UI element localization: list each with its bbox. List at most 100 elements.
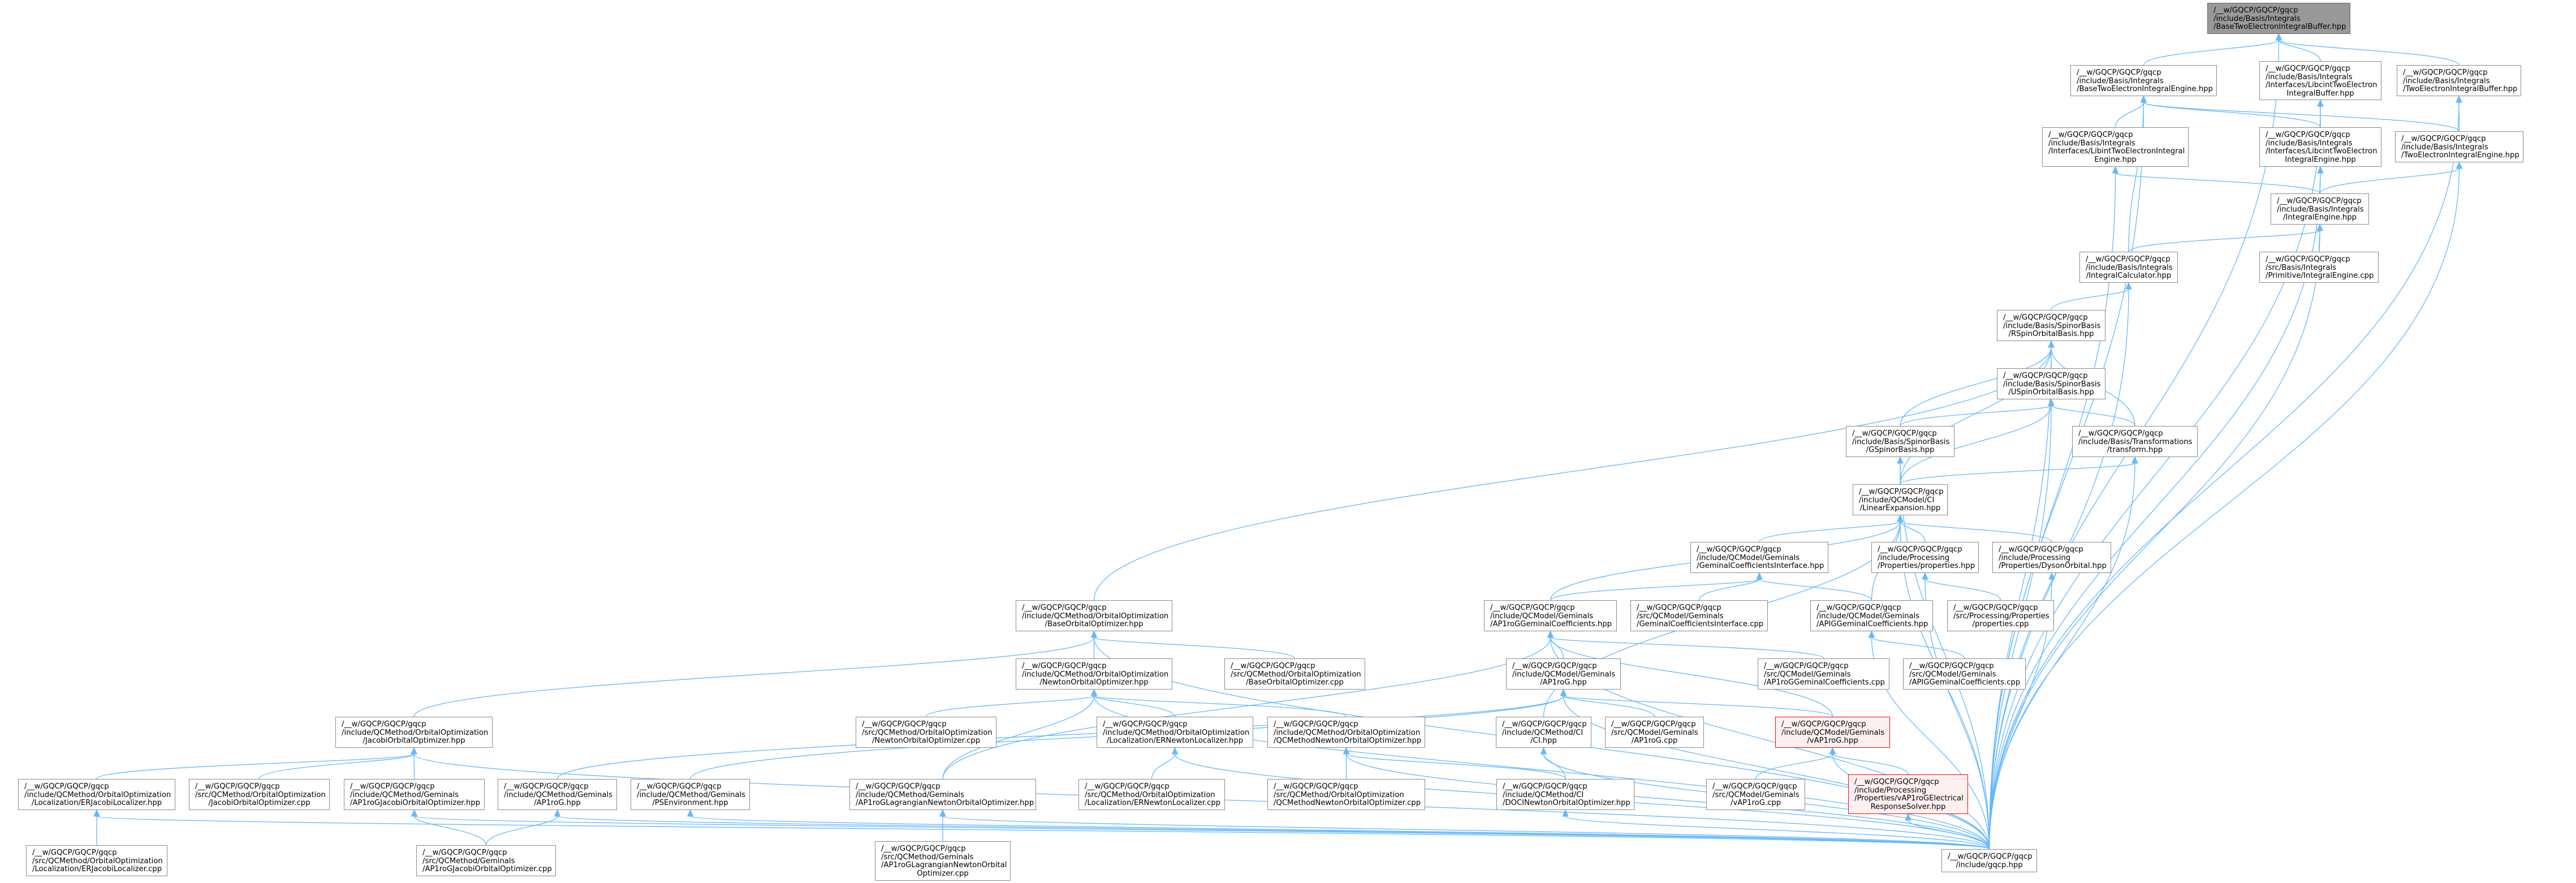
graph-node[interactable]: /__w/GQCP/GQCP/gqcp/include/QCModel/Gemi… <box>1775 717 1890 748</box>
graph-node[interactable]: /__w/GQCP/GQCP/gqcp/include/Basis/Integr… <box>2395 131 2523 162</box>
graph-node[interactable]: /__w/GQCP/GQCP/gqcp/src/QCMethod/Orbital… <box>1078 779 1225 810</box>
graph-node[interactable]: /__w/GQCP/GQCP/gqcp/src/QCModel/Geminals… <box>1630 600 1768 631</box>
node-label-line: /__w/GQCP/GQCP/gqcp <box>2078 429 2163 438</box>
node-label-line: /include/Processing <box>1878 553 1950 562</box>
graph-node[interactable]: /__w/GQCP/GQCP/gqcp/src/QCModel/Geminals… <box>1758 658 1889 690</box>
edge-line <box>1759 521 1901 542</box>
graph-node[interactable]: /__w/GQCP/GQCP/gqcp/include/Processing/P… <box>1992 542 2111 573</box>
graph-node[interactable]: /__w/GQCP/GQCP/gqcp/include/QCMethod/Gem… <box>631 779 750 810</box>
graph-node[interactable]: /__w/GQCP/GQCP/gqcp/src/QCMethod/Orbital… <box>1267 779 1425 810</box>
node-label-line: /include/Basis/Integrals <box>2403 76 2490 85</box>
graph-node[interactable]: /__w/GQCP/GQCP/gqcp/include/Basis/Integr… <box>2079 252 2178 283</box>
arrowhead-icon <box>93 809 100 817</box>
edge-line <box>1832 753 1909 775</box>
edge-booc-to-boo <box>1090 630 1296 659</box>
node-label-line: /Localization/ERJacobiLocalizer.hpp <box>31 799 162 808</box>
graph-node[interactable]: /__w/GQCP/GQCP/gqcp/include/QCMethod/Gem… <box>849 779 1036 810</box>
node-label-line: /include/QCMethod/CI <box>1502 728 1583 737</box>
graph-node[interactable]: /__w/GQCP/GQCP/gqcp/include/QCMethod/Orb… <box>1016 658 1172 690</box>
node-label-line: /Properties/vAP1roGElectrical <box>1854 794 1964 803</box>
graph-node[interactable]: /__w/GQCP/GQCP/gqcp/include/QCModel/Gemi… <box>1690 542 1828 573</box>
graph-node[interactable]: /__w/GQCP/GQCP/gqcp/include/QCMethod/Orb… <box>335 717 493 748</box>
node-label-line: /include/QCModel/Geminals <box>1697 553 1800 562</box>
node-label-line: /AP1roGGeminalCoefficients.cpp <box>1764 678 1885 687</box>
node-label-line: Optimizer.cpp <box>917 869 969 878</box>
graph-node[interactable]: /__w/GQCP/GQCP/gqcp/src/QCMethod/Geminal… <box>875 841 1011 881</box>
graph-node[interactable]: /__w/GQCP/GQCP/gqcp/include/QCModel/Gemi… <box>1506 658 1621 690</box>
graph-node[interactable]: /__w/GQCP/GQCP/gqcp/include/QCMethod/Orb… <box>1016 600 1172 631</box>
node-label-line: /src/QCMethod/OrbitalOptimization <box>1085 790 1215 799</box>
edge-line <box>1093 637 1296 659</box>
edge-line <box>1900 347 2052 427</box>
graph-node[interactable]: /__w/GQCP/GQCP/gqcp/include/QCMethod/CI/… <box>1496 717 1591 748</box>
edge-line <box>1565 816 1990 850</box>
graph-node[interactable]: /__w/GQCP/GQCP/gqcp/include/QCMethod/Gem… <box>344 779 485 810</box>
arrowhead-icon <box>1829 747 1836 755</box>
edge-line <box>942 816 1990 850</box>
graph-node[interactable]: /__w/GQCP/GQCP/gqcp/src/QCMethod/Geminal… <box>416 845 556 876</box>
edge-line <box>1988 173 2321 850</box>
edge-line <box>1925 579 2001 601</box>
graph-node[interactable]: /__w/GQCP/GQCP/gqcp/include/QCMethod/Orb… <box>1267 717 1425 748</box>
graph-node[interactable]: /__w/GQCP/GQCP/gqcp/include/Basis/Integr… <box>2259 61 2381 100</box>
arrowhead-icon <box>411 809 418 817</box>
graph-node[interactable]: /__w/GQCP/GQCP/gqcp/include/Basis/Integr… <box>2070 65 2217 96</box>
edge-do-to-lx <box>1897 514 2052 542</box>
edge-be-to-b0 <box>2143 33 2282 66</box>
node-label-line: IntegralEngine.hpp <box>2285 155 2356 164</box>
node-label-line: /APIGGeminalCoefficients.cpp <box>1909 678 2021 687</box>
node-label-line: /BaseTwoElectronIntegralBuffer.hpp <box>2213 23 2346 32</box>
node-label-line: /GeminalCoefficientsInterface.hpp <box>1697 562 1824 571</box>
graph-node[interactable]: /__w/GQCP/GQCP/gqcp/src/Processing/Prope… <box>1947 600 2054 631</box>
edge-tee-to-be <box>2140 95 2460 132</box>
graph-node[interactable]: /__w/GQCP/GQCP/gqcp/include/QCMethod/Orb… <box>1097 717 1253 748</box>
edge-line <box>1759 579 1872 601</box>
graph-node[interactable]: /__w/GQCP/GQCP/gqcp/src/QCModel/Geminals… <box>1903 658 2026 690</box>
graph-node[interactable]: /__w/GQCP/GQCP/gqcp/include/Basis/Integr… <box>2271 193 2369 225</box>
graph-node[interactable]: /__w/GQCP/GQCP/gqcp/src/QCMethod/Orbital… <box>26 845 167 876</box>
graph-node[interactable]: /__w/GQCP/GQCP/gqcp/include/Basis/Transf… <box>2072 426 2198 457</box>
graph-node[interactable]: /__w/GQCP/GQCP/gqcp/src/QCMethod/Orbital… <box>1224 658 1365 690</box>
node-label-line: /include/QCMethod/Geminals <box>504 790 612 799</box>
graph-node[interactable]: /__w/GQCP/GQCP/gqcp/include/QCMethod/CI/… <box>1496 779 1634 810</box>
node-label-line: /src/Processing/Properties <box>1953 611 2049 621</box>
node-label-line: /__w/GQCP/GQCP/gqcp <box>1274 782 1358 791</box>
edge-agcc-to-agc <box>1547 630 1824 659</box>
graph-node[interactable]: /__w/GQCP/GQCP/gqcp/include/QCModel/CI/L… <box>1853 484 1948 515</box>
graph-node[interactable]: /__w/GQCP/GQCP/gqcp/include/Basis/Integr… <box>2042 127 2189 167</box>
node-label-line: /APIGGeminalCoefficients.hpp <box>1816 620 1928 629</box>
graph-node[interactable]: /__w/GQCP/GQCP/gqcp/include/QCModel/Gemi… <box>1810 600 1933 631</box>
node-label-line: /src/QCMethod/OrbitalOptimization <box>862 728 993 737</box>
node-label-line: /__w/GQCP/GQCP/gqcp <box>2401 135 2486 143</box>
edge-line <box>1563 695 1833 717</box>
edge-lx-to-rsb <box>1900 340 2055 485</box>
node-label-line: /include/QCMethod/Geminals <box>637 790 745 799</box>
arrowhead-icon <box>1090 688 1098 696</box>
edge-line <box>2278 40 2460 66</box>
graph-node[interactable]: /__w/GQCP/GQCP/gqcp/include/gqcp.hpp <box>1941 849 2037 872</box>
node-label-line: /JacobiOrbitalOptimizer.cpp <box>208 799 310 808</box>
node-label-line: /Properties/properties.hpp <box>1878 562 1975 571</box>
arrowhead-icon <box>1562 809 1569 817</box>
graph-node[interactable]: /__w/GQCP/GQCP/gqcp/src/QCModel/Geminals… <box>1605 717 1704 748</box>
graph-node[interactable]: /__w/GQCP/GQCP/gqcp/include/QCMethod/Orb… <box>18 779 175 810</box>
graph-node[interactable]: /__w/GQCP/GQCP/gqcp/src/QCModel/Geminals… <box>1706 779 1805 810</box>
graph-node[interactable]: /__w/GQCP/GQCP/gqcp/src/Basis/Integrals/… <box>2259 252 2379 283</box>
edge-g-to-lcb <box>1988 99 2324 850</box>
graph-node[interactable]: /__w/GQCP/GQCP/gqcp/include/QCMethod/Gem… <box>498 779 617 810</box>
arrowhead-icon <box>554 809 561 817</box>
graph-node[interactable]: /__w/GQCP/GQCP/gqcp/include/Basis/Integr… <box>2397 65 2521 96</box>
graph-node[interactable]: /__w/GQCP/GQCP/gqcp/src/QCMethod/Orbital… <box>189 779 330 810</box>
graph-node[interactable]: /__w/GQCP/GQCP/gqcp/include/Basis/Spinor… <box>1997 310 2105 341</box>
graph-node[interactable]: /__w/GQCP/GQCP/gqcp/include/Processing/P… <box>1848 774 1968 814</box>
graph-node[interactable]: /__w/GQCP/GQCP/gqcp/include/QCModel/Gemi… <box>1484 600 1617 631</box>
graph-node[interactable]: /__w/GQCP/GQCP/gqcp/include/Basis/Spinor… <box>1997 368 2105 399</box>
graph-node[interactable]: /__w/GQCP/GQCP/gqcp/include/Basis/Integr… <box>2259 127 2381 167</box>
node-label-line: /__w/GQCP/GQCP/gqcp <box>1637 604 1721 612</box>
graph-node[interactable]: /__w/GQCP/GQCP/gqcp/include/Basis/Spinor… <box>1846 426 1954 457</box>
graph-node[interactable]: /__w/GQCP/GQCP/gqcp/include/Processing/P… <box>1871 542 1979 573</box>
edge-line <box>1988 168 2460 850</box>
edge-gci-to-lx <box>1759 514 1904 542</box>
graph-node[interactable]: /__w/GQCP/GQCP/gqcp/src/QCMethod/Orbital… <box>856 717 996 748</box>
